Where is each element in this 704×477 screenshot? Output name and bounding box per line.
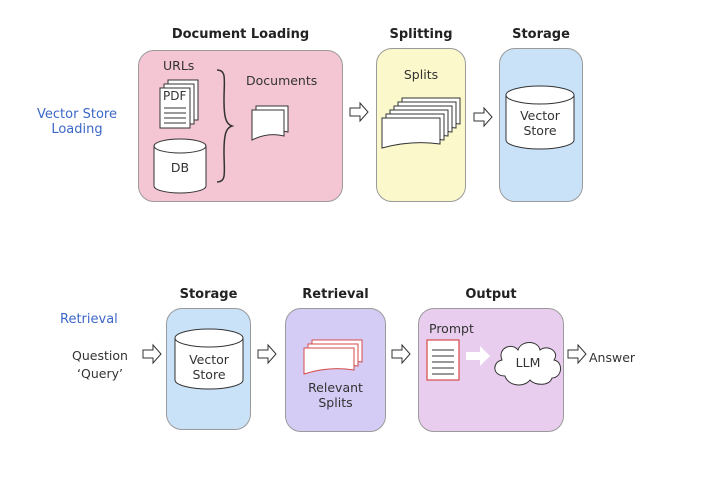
llm-label: LLM xyxy=(515,355,541,370)
pdf-document-icon xyxy=(159,79,199,129)
splitting-heading: Splitting xyxy=(389,27,453,42)
white-arrow-icon xyxy=(466,346,490,366)
vector-store-label-bottom: Vector Store xyxy=(189,352,229,382)
llm-cloud-icon xyxy=(494,342,561,386)
arrow-right-icon xyxy=(391,343,411,365)
retrieval-panel xyxy=(285,308,386,432)
documents-icon xyxy=(251,105,289,141)
splits-label: Splits xyxy=(403,67,439,82)
vector-store-loading-label: Vector Store Loading xyxy=(37,107,117,137)
db-label: DB xyxy=(170,160,190,175)
arrow-right-icon xyxy=(257,343,277,365)
vector-store-cylinder-top xyxy=(505,85,575,150)
urls-label: URLs xyxy=(163,58,195,73)
arrow-right-icon xyxy=(473,106,493,128)
question-query-label: Question ‘Query’ xyxy=(72,348,128,381)
answer-label: Answer xyxy=(589,350,636,365)
relevant-splits-icon xyxy=(303,339,363,375)
prompt-document-icon xyxy=(426,339,460,381)
splits-stack-icon xyxy=(381,97,461,149)
relevant-splits-label: Relevant Splits xyxy=(308,380,363,410)
arrow-right-icon xyxy=(567,343,587,365)
vector-store-cylinder-bottom xyxy=(174,328,244,390)
database-icon xyxy=(153,138,207,194)
prompt-label: Prompt xyxy=(429,321,474,336)
arrow-right-icon xyxy=(349,101,369,123)
storage-heading-bottom: Storage xyxy=(179,287,238,302)
documents-label: Documents xyxy=(246,73,318,88)
document-loading-heading: Document Loading xyxy=(171,27,310,42)
retrieval-label: Retrieval xyxy=(60,312,118,327)
storage-heading-top: Storage xyxy=(512,27,570,42)
retrieval-heading: Retrieval xyxy=(302,287,369,302)
pdf-label: PDF xyxy=(163,89,187,103)
arrow-right-icon xyxy=(142,343,162,365)
vector-store-label-top: Vector Store xyxy=(520,108,560,138)
output-heading: Output xyxy=(465,287,517,302)
brace-icon xyxy=(216,69,235,183)
